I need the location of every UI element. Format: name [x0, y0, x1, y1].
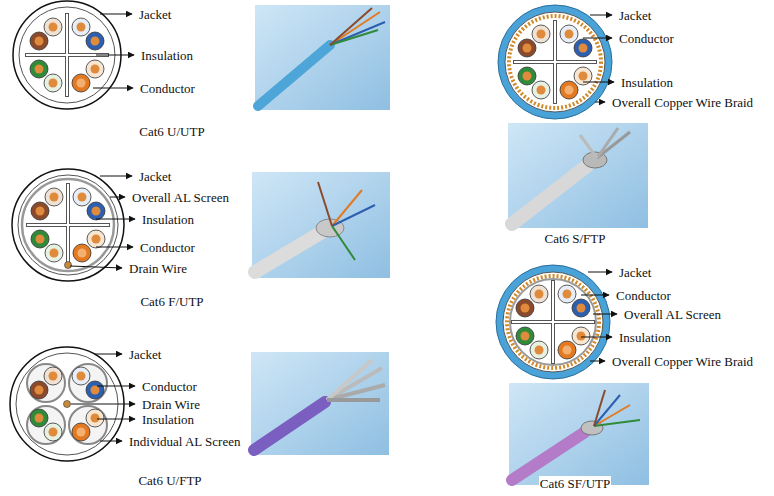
part-label: Drain Wire [128, 261, 188, 276]
part-label: Overall AL Screen [623, 307, 722, 322]
part-label: Conductor [139, 240, 196, 255]
cable-caption: Cat6 U/FTP [137, 473, 202, 488]
part-label: Jacket [618, 8, 652, 23]
part-label: Insulation [141, 212, 195, 227]
part-label: Conductor [139, 81, 196, 96]
leader-lines [70, 14, 617, 441]
part-label: Insulation [618, 330, 672, 345]
part-label: Jacket [138, 169, 172, 184]
part-label: Conductor [618, 31, 675, 46]
part-label: Conductor [141, 379, 198, 394]
part-label: Overall Copper Wire Braid [611, 95, 754, 110]
part-label: Jacket [138, 7, 172, 22]
part-label: Jacket [618, 265, 652, 280]
part-label: Drain Wire [141, 397, 201, 412]
part-label: Insulation [620, 75, 674, 90]
cable-caption: Cat6 U/UTP [138, 124, 205, 139]
cable-caption: Cat6 F/UTP [139, 294, 204, 309]
part-label: Individual AL Screen [128, 434, 241, 449]
part-label: Insulation [141, 412, 195, 427]
cable-caption: Cat6 SF/UTP [539, 476, 611, 491]
cable-caption: Cat6 S/FTP [543, 231, 606, 246]
part-label: Conductor [615, 288, 672, 303]
part-label: Overall Copper Wire Braid [611, 354, 754, 369]
part-label: Jacket [128, 347, 162, 362]
part-label: Overall AL Screen [131, 190, 230, 205]
part-label: Insulation [140, 48, 194, 63]
